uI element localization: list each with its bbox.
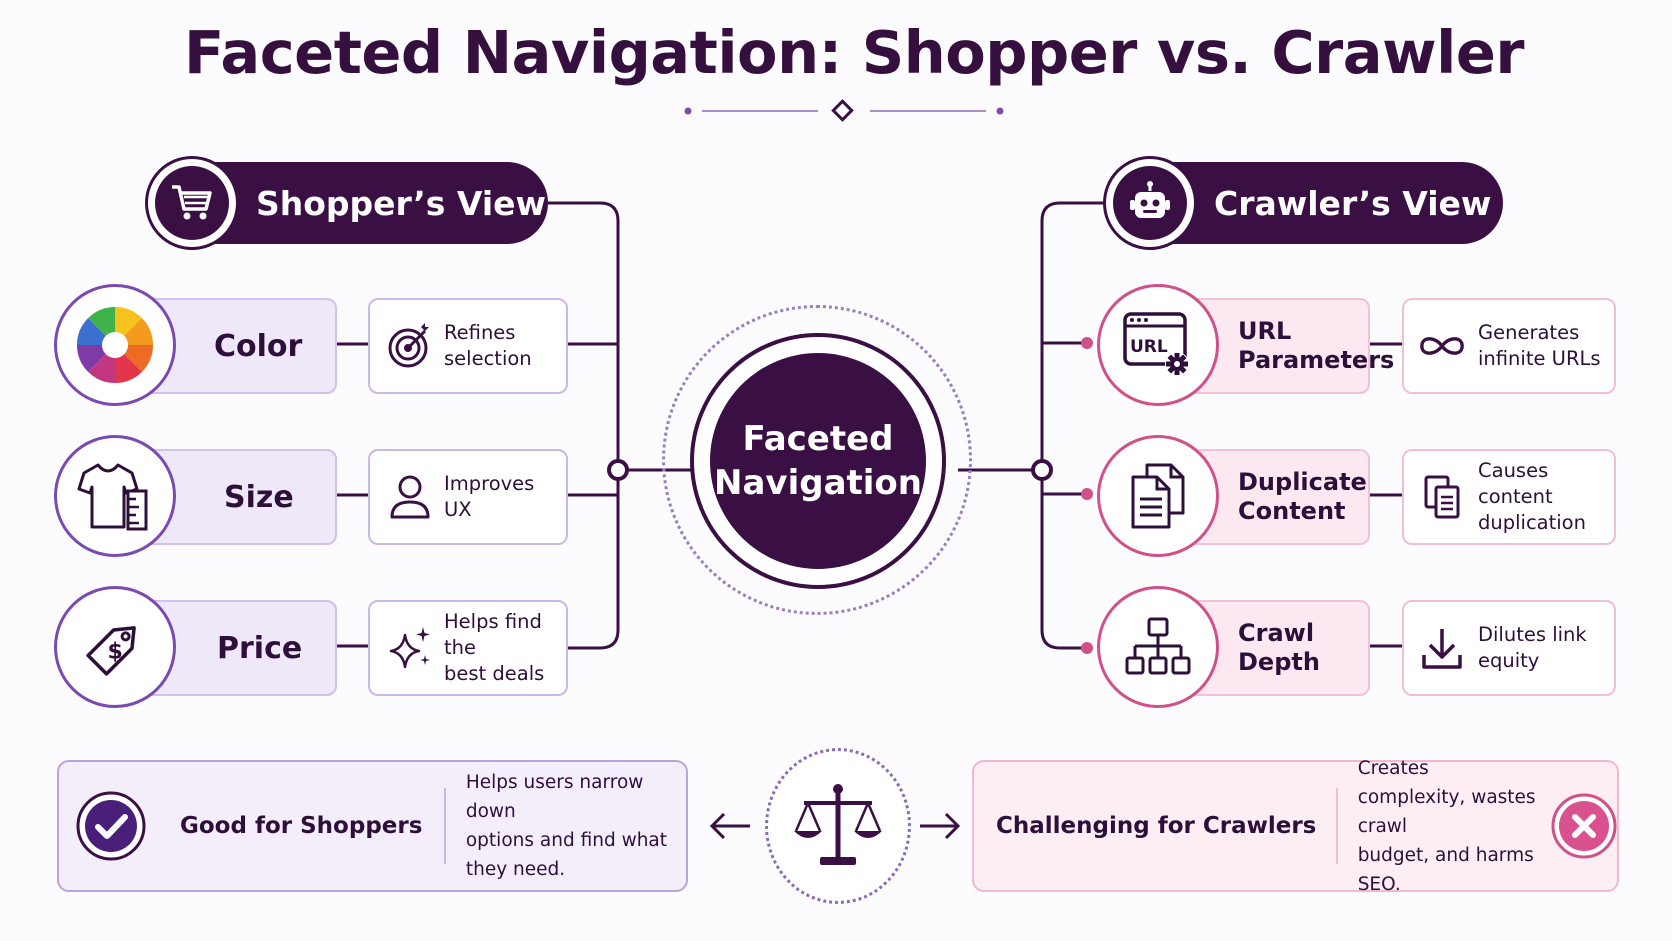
summary-divider bbox=[1336, 788, 1338, 864]
facet-label-size: Size bbox=[224, 479, 294, 515]
bad-text-line: budget, and harms SEO. bbox=[1357, 844, 1534, 895]
target-icon bbox=[386, 322, 434, 370]
desc-line: infinite URLs bbox=[1478, 347, 1601, 370]
facet-label-line: Parameters bbox=[1238, 346, 1395, 374]
facet-label-line: Depth bbox=[1238, 648, 1320, 676]
summary-divider bbox=[444, 788, 446, 864]
svg-text:URL: URL bbox=[1130, 337, 1168, 357]
duplicate-icon-circle bbox=[1097, 435, 1219, 557]
balance-scale-icon bbox=[794, 784, 882, 865]
bad-title: Challenging for Crawlers bbox=[996, 813, 1317, 839]
facet-label-color: Color bbox=[214, 328, 303, 364]
price-icon-circle: $ bbox=[54, 586, 176, 708]
svg-text:$: $ bbox=[107, 640, 122, 665]
right-junction bbox=[1031, 459, 1053, 481]
shopper-icon-circle bbox=[145, 156, 239, 250]
desc-dilutes-link-equity: Dilutes link equity bbox=[1402, 600, 1616, 696]
bad-text-line: Creates complexity, wastes crawl bbox=[1357, 757, 1536, 837]
sparkles-icon bbox=[386, 624, 434, 672]
desc-line: Improves bbox=[444, 472, 535, 495]
desc-improves-ux: Improves UX bbox=[368, 449, 568, 545]
facet-label-price: Price bbox=[217, 630, 303, 666]
challenging-for-crawlers-box: Challenging for Crawlers Creates complex… bbox=[972, 758, 1619, 895]
robot-icon bbox=[1130, 181, 1170, 218]
desc-refines-selection: Refines selection bbox=[368, 298, 568, 394]
checkmark-icon bbox=[76, 791, 146, 861]
desc-line: Dilutes link bbox=[1478, 623, 1587, 646]
download-arrow-icon bbox=[1418, 624, 1466, 672]
facet-label-line: URL bbox=[1238, 317, 1292, 345]
desc-line: Causes content bbox=[1478, 459, 1553, 508]
center-line: Faceted bbox=[742, 419, 894, 459]
facet-label-line: Crawl bbox=[1238, 619, 1315, 647]
price-tag-icon: $ bbox=[86, 626, 136, 676]
color-icon-circle bbox=[54, 284, 176, 406]
center-dotted-ring bbox=[662, 305, 972, 615]
good-for-shoppers-box: Good for Shoppers Helps users narrow dow… bbox=[57, 760, 688, 892]
x-icon bbox=[1551, 793, 1617, 859]
good-title: Good for Shoppers bbox=[180, 813, 423, 839]
good-text-line: options and find what they need. bbox=[465, 830, 668, 880]
desc-line: selection bbox=[444, 347, 532, 370]
duplicate-docs-icon bbox=[1131, 463, 1185, 529]
shopping-cart-icon bbox=[172, 185, 212, 220]
desc-infinite-urls: Generates infinite URLs bbox=[1402, 298, 1616, 394]
center-faceted-navigation: Faceted Navigation bbox=[710, 353, 926, 569]
crawler-icon-circle bbox=[1103, 156, 1197, 250]
left-junction bbox=[607, 459, 629, 481]
desc-line: duplication bbox=[1478, 511, 1586, 534]
tshirt-ruler-icon bbox=[77, 463, 148, 531]
url-gear-icon: URL bbox=[1123, 312, 1189, 376]
desc-line: Helps find the bbox=[444, 610, 542, 659]
crawl-depth-icon-circle bbox=[1097, 586, 1219, 708]
desc-line: best deals bbox=[444, 662, 545, 685]
facet-label-line: Duplicate bbox=[1238, 468, 1367, 496]
shopper-view-title: Shopper’s View bbox=[256, 183, 547, 223]
page-title: Faceted Navigation: Shopper vs. Crawler bbox=[184, 18, 1524, 87]
infinity-icon bbox=[1418, 322, 1466, 370]
facet-label-line: Content bbox=[1238, 497, 1346, 525]
desc-best-deals: Helps find the best deals bbox=[368, 600, 568, 696]
hierarchy-icon bbox=[1125, 617, 1191, 675]
crawler-view-title: Crawler’s View bbox=[1214, 183, 1492, 223]
balance-circle bbox=[765, 748, 911, 904]
desc-line: equity bbox=[1478, 649, 1540, 672]
url-icon-circle: URL bbox=[1097, 284, 1219, 406]
desc-line: UX bbox=[444, 498, 472, 521]
user-icon bbox=[386, 473, 434, 521]
color-wheel-icon bbox=[76, 306, 154, 384]
center-line: Navigation bbox=[714, 463, 922, 503]
arrow-icons bbox=[709, 812, 961, 840]
desc-line: Refines bbox=[444, 321, 516, 344]
title-divider bbox=[684, 99, 1004, 122]
desc-line: Generates bbox=[1478, 321, 1580, 344]
good-text-line: Helps users narrow down bbox=[465, 772, 644, 822]
copy-icon bbox=[1418, 473, 1466, 521]
size-icon-circle bbox=[54, 435, 176, 557]
desc-content-duplication: Causes content duplication bbox=[1402, 449, 1616, 545]
